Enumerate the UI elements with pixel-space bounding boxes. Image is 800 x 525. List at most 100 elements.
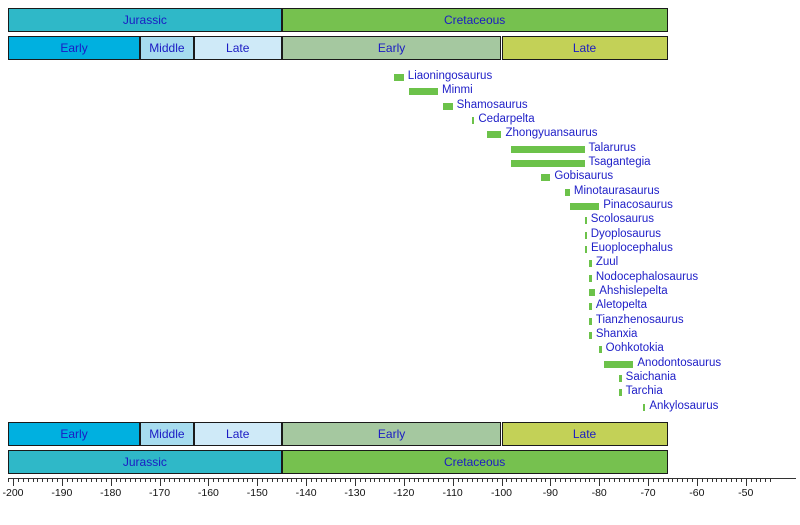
axis-tick-minor <box>628 478 630 482</box>
axis-tick-minor <box>188 478 190 482</box>
epoch-bottom-middle-jurassic: Middle <box>140 422 194 446</box>
taxon-label-tianzhenosaurus: Tianzhenosaurus <box>595 313 684 326</box>
epoch-early-jurassic: Early <box>8 36 140 60</box>
axis-tick-minor <box>740 478 742 482</box>
axis-tick-minor <box>252 478 254 482</box>
band-label: Cretaceous <box>443 13 506 27</box>
range-bar-minotaurasaurus <box>565 188 570 196</box>
axis-tick-minor <box>262 478 264 482</box>
taxon-label-euoplocephalus: Euoplocephalus <box>590 241 673 254</box>
taxon-label-tarchia: Tarchia <box>625 385 663 398</box>
axis-tick-minor <box>374 478 376 482</box>
axis-tick-minor <box>325 478 327 482</box>
axis-tick-minor <box>71 478 73 482</box>
axis-tick-minor <box>560 478 562 482</box>
taxon-label-oohkotokia: Oohkotokia <box>605 342 664 355</box>
axis-tick-minor <box>335 478 337 482</box>
taxon-row: Liaoningosaurus <box>0 70 800 84</box>
axis-tick-minor <box>437 478 439 482</box>
range-bar-shanxia <box>589 331 592 339</box>
band-label: Jurassic <box>122 455 167 469</box>
axis-tick-major <box>501 478 503 486</box>
axis-tick-minor <box>345 478 347 482</box>
axis-tick-major <box>110 478 112 486</box>
axis-tick-minor <box>315 478 317 482</box>
axis-tick-major <box>696 478 698 486</box>
axis-tick-minor <box>755 478 757 482</box>
axis-tick-minor <box>115 478 117 482</box>
axis-tick-minor <box>56 478 58 482</box>
range-bar-tsagantegia <box>511 159 585 167</box>
axis-tick-minor <box>179 478 181 482</box>
taxon-row: Tsagantegia <box>0 156 800 170</box>
axis-tick-minor <box>301 478 303 482</box>
axis-tick-minor <box>120 478 122 482</box>
taxon-row: Zhongyuansaurus <box>0 127 800 141</box>
epoch-late-jurassic: Late <box>193 36 282 60</box>
axis-tick-minor <box>164 478 166 482</box>
band-label: Early <box>60 427 88 441</box>
range-bar-saichania <box>618 374 622 382</box>
axis-tick-minor <box>86 478 88 482</box>
epoch-bottom-late-jurassic: Late <box>193 422 282 446</box>
axis-tick-minor <box>638 478 640 482</box>
axis-tick-major <box>599 478 601 486</box>
axis-tick-minor <box>232 478 234 482</box>
range-bar-euoplocephalus <box>584 245 587 253</box>
range-bar-ahshislepelta <box>589 288 596 296</box>
taxon-label-dyoplosaurus: Dyoplosaurus <box>590 227 662 240</box>
axis-tick-minor <box>203 478 205 482</box>
axis-tick-minor <box>340 478 342 482</box>
axis-tick-minor <box>652 478 654 482</box>
axis-tick-minor <box>100 478 102 482</box>
band-label: Late <box>572 41 597 55</box>
taxon-row: Gobisaurus <box>0 170 800 184</box>
axis-tick-major <box>452 478 454 486</box>
axis-tick-minor <box>32 478 34 482</box>
axis-tick-minor <box>462 478 464 482</box>
axis-tick-minor <box>174 478 176 482</box>
epoch-early-cretaceous: Early <box>281 36 502 60</box>
axis-tick-minor <box>296 478 298 482</box>
taxon-row: Ahshislepelta <box>0 285 800 299</box>
axis-tick-minor <box>765 478 767 482</box>
axis-tick-label: -100 <box>490 487 513 499</box>
axis-tick-minor <box>584 478 586 482</box>
axis-tick-minor <box>604 478 606 482</box>
axis-tick-label: -140 <box>295 487 317 499</box>
axis-tick-minor <box>442 478 444 482</box>
axis-tick-minor <box>37 478 39 482</box>
axis-tick-minor <box>76 478 78 482</box>
band-label: Jurassic <box>122 13 167 27</box>
taxon-label-shamosaurus: Shamosaurus <box>456 98 528 111</box>
axis-tick-label: -50 <box>738 487 754 499</box>
taxon-label-aletopelta: Aletopelta <box>595 299 648 312</box>
axis-tick-minor <box>242 478 244 482</box>
axis-tick-minor <box>657 478 659 482</box>
range-bar-ankylosaurus <box>643 403 646 411</box>
axis-tick-minor <box>183 478 185 482</box>
axis-tick-minor <box>608 478 610 482</box>
taxon-label-minmi: Minmi <box>441 84 473 97</box>
axis-tick-minor <box>447 478 449 482</box>
axis-tick-minor <box>716 478 718 482</box>
axis-tick-minor <box>618 478 620 482</box>
axis-tick-minor <box>394 478 396 482</box>
axis-tick-label: -190 <box>51 487 73 499</box>
axis-tick-major <box>159 478 161 486</box>
axis-tick-minor <box>457 478 459 482</box>
axis-tick-minor <box>721 478 723 482</box>
taxon-label-shanxia: Shanxia <box>595 327 638 340</box>
axis-tick-minor <box>281 478 283 482</box>
axis-tick-minor <box>42 478 44 482</box>
axis-tick-minor <box>193 478 195 482</box>
band-label: Middle <box>149 41 185 55</box>
axis-tick-minor <box>565 478 566 482</box>
axis-tick-minor <box>525 478 527 482</box>
axis-tick-minor <box>135 478 137 482</box>
axis-tick-label: -180 <box>100 487 122 499</box>
axis-tick-minor <box>223 478 225 482</box>
axis-tick-minor <box>398 478 400 482</box>
band-label: Late <box>572 427 597 441</box>
range-bar-dyoplosaurus <box>584 231 587 239</box>
